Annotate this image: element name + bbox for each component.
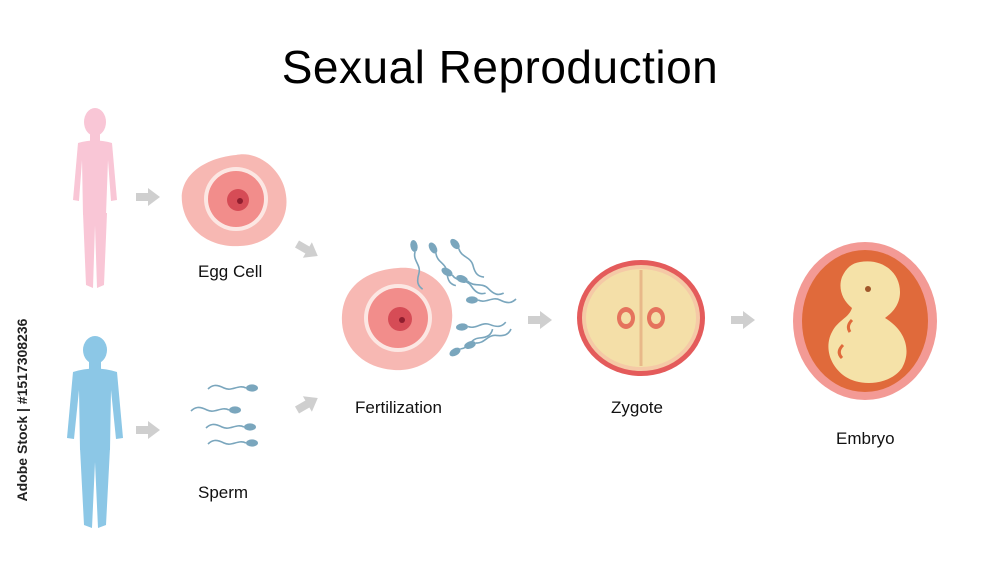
sperm-icon — [205, 422, 257, 432]
egg-cell-label: Egg Cell — [198, 262, 263, 281]
zygote-icon — [577, 260, 705, 376]
page-title: Sexual Reproduction — [281, 41, 719, 93]
zygote-label: Zygote — [611, 398, 663, 417]
embryo-icon — [793, 242, 937, 400]
male-figure — [67, 336, 123, 528]
stock-watermark: Adobe Stock | #1517308236 — [10, 250, 34, 570]
arrow-icon — [731, 311, 755, 329]
sperm-icon — [207, 438, 259, 448]
sperm-icon — [465, 295, 517, 305]
arrow-icon — [136, 188, 160, 206]
stock-id-text: Adobe Stock | #1517308236 — [14, 318, 30, 502]
arrow-icon — [528, 311, 552, 329]
sperm-icon — [447, 236, 487, 281]
sperm-group — [190, 383, 259, 448]
sperm-icon — [207, 383, 259, 393]
embryo-label: Embryo — [836, 429, 895, 448]
sperm-icon — [447, 326, 496, 359]
sperm-icon — [462, 325, 514, 352]
arrow-icon — [136, 421, 160, 439]
sperm-icon — [190, 405, 242, 415]
sperm-label: Sperm — [198, 483, 249, 502]
arrow-icon — [292, 236, 323, 264]
egg-cell-icon — [181, 154, 287, 247]
fertilization-label: Fertilization — [355, 398, 442, 417]
sperm-icon — [454, 318, 507, 332]
fertilized-egg-icon — [341, 267, 453, 371]
arrow-icon — [292, 390, 323, 418]
female-figure — [73, 108, 117, 288]
